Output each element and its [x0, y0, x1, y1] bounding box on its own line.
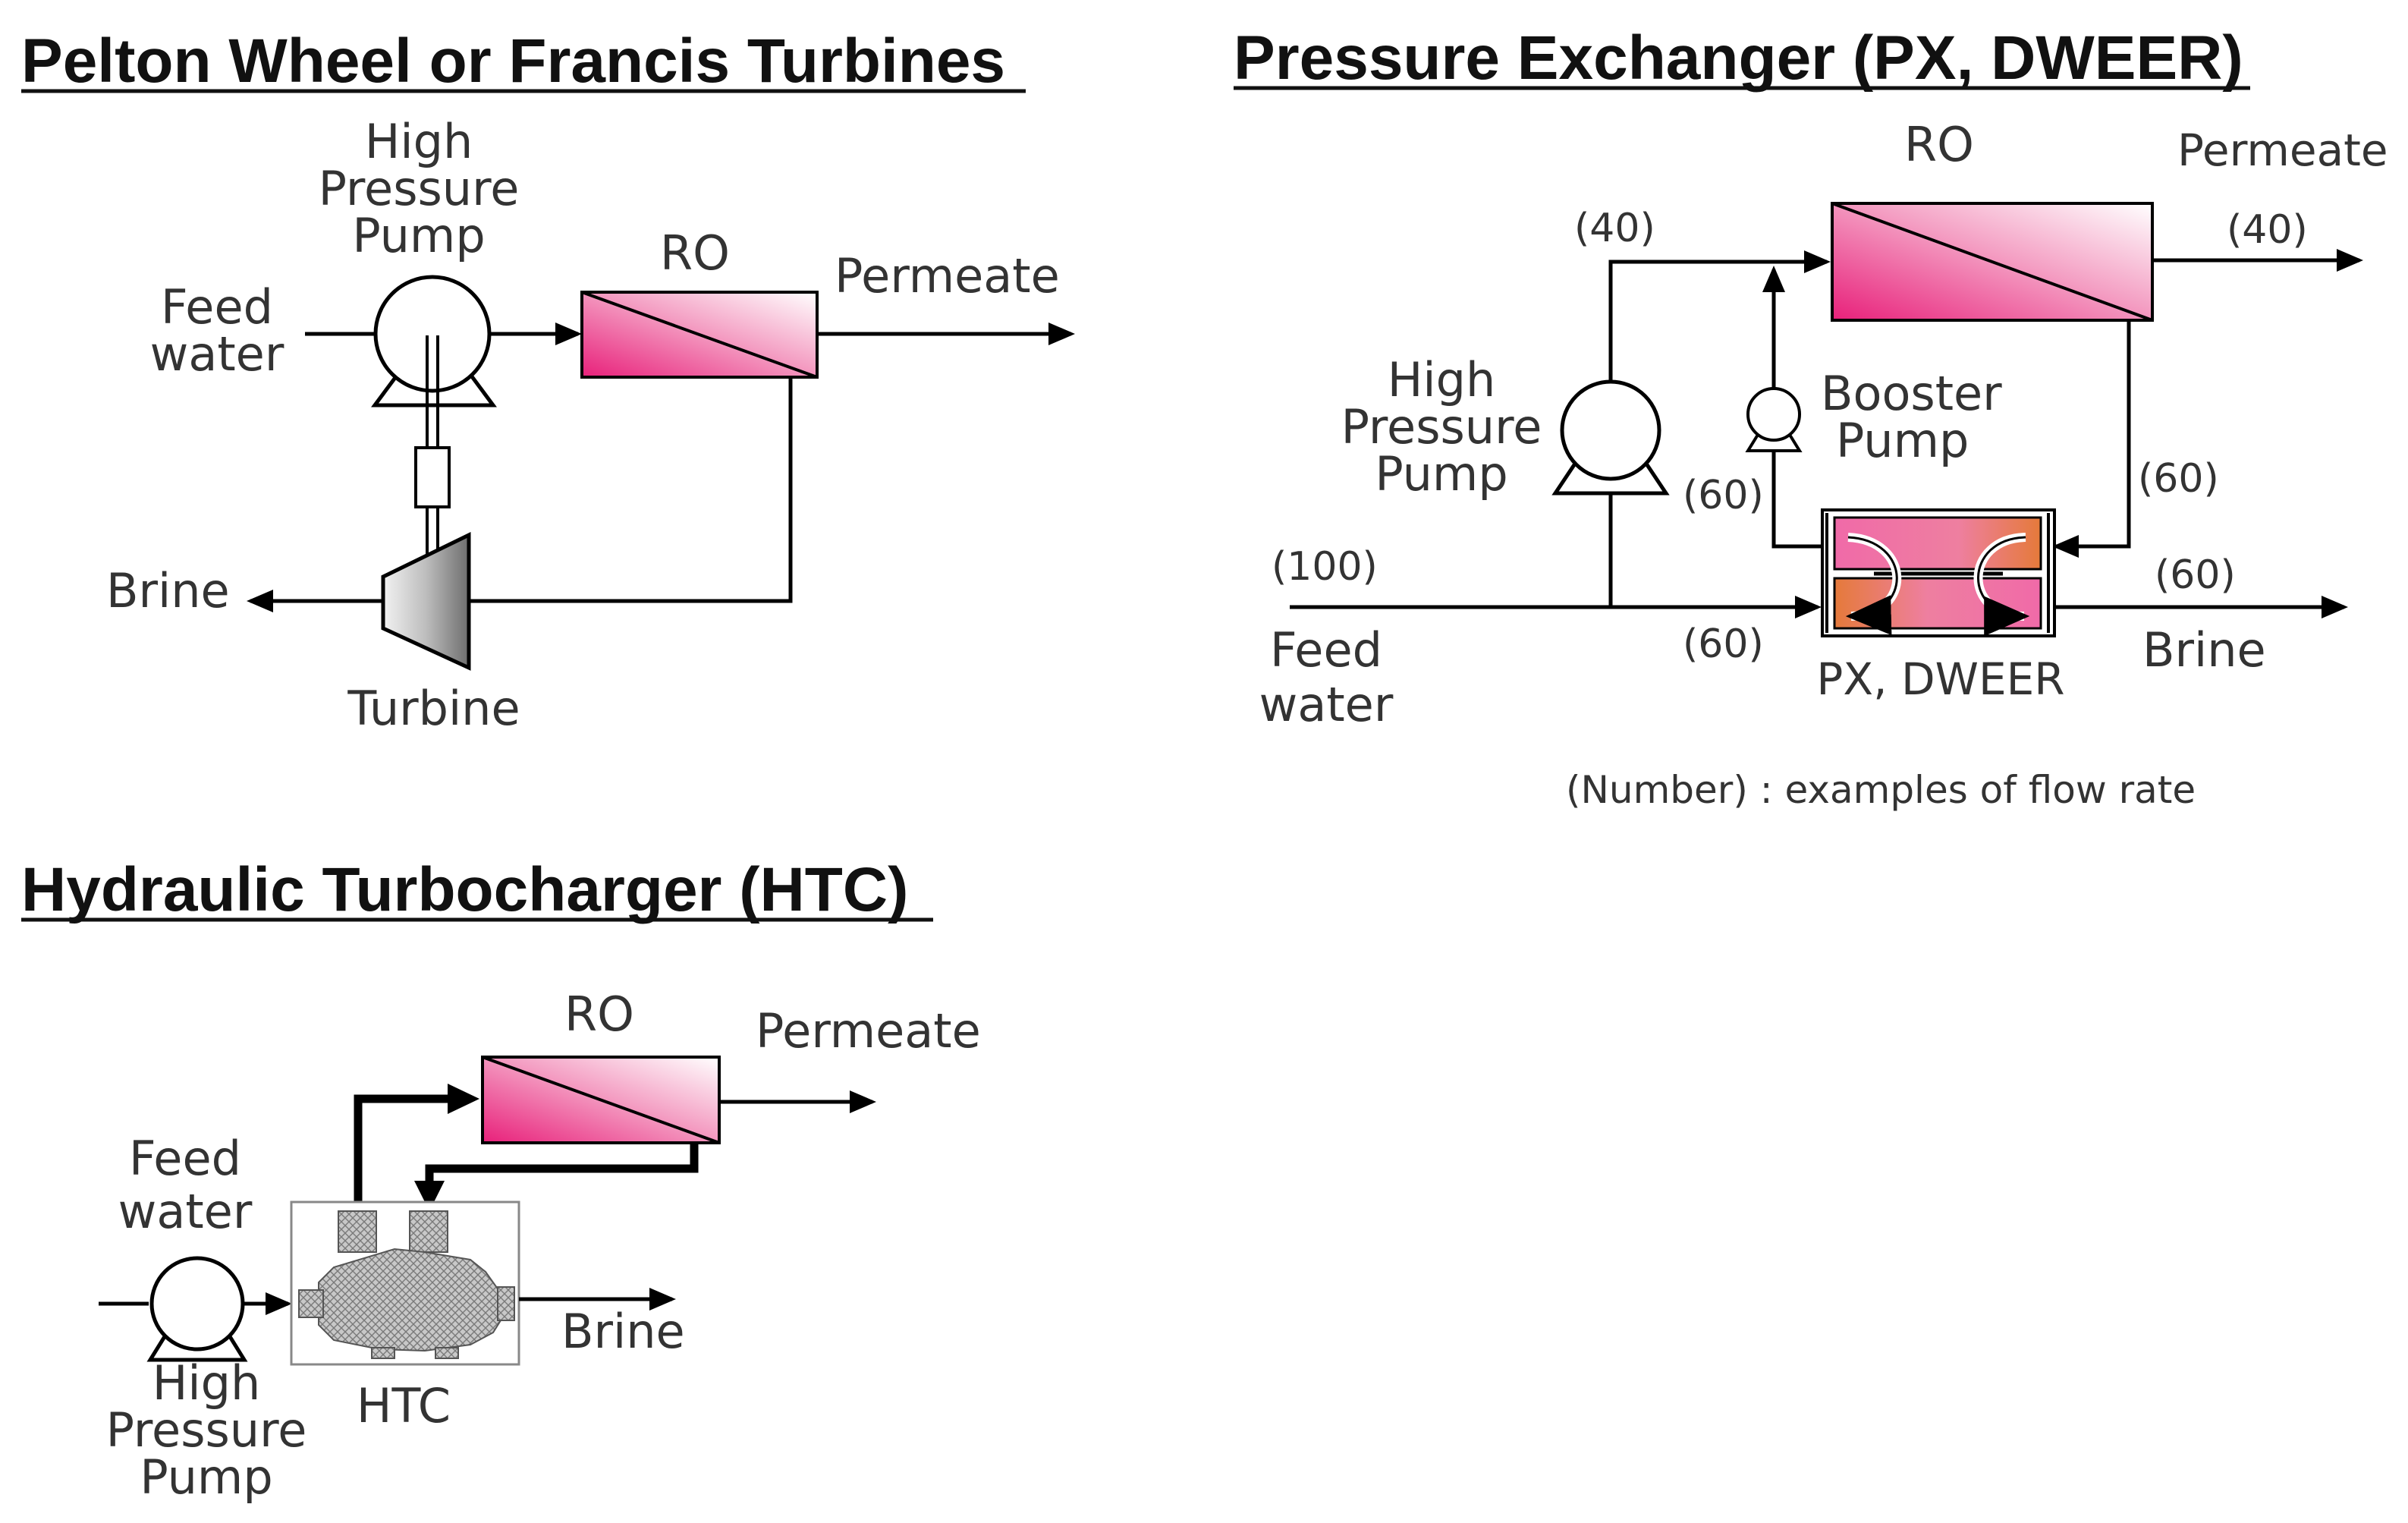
px-feed-flow: (100) — [1272, 544, 1378, 590]
htc-reject-to-htc-line — [425, 1143, 699, 1184]
px-booster-pump-icon — [1745, 387, 1803, 452]
htc-ro-label: RO — [564, 986, 634, 1042]
px-hp-flow: (40) — [1574, 206, 1655, 251]
px-feed-label: Feed water — [1259, 622, 1394, 732]
px-brine-label: Brine — [2142, 622, 2266, 678]
pelton-title: Pelton Wheel or Francis Turbines — [21, 27, 1005, 96]
svg-text:Pressure: Pressure — [319, 161, 520, 216]
htc-permeate-label: Permeate — [756, 1003, 981, 1059]
svg-text:Pump: Pump — [1375, 446, 1507, 502]
svg-text:High: High — [1388, 352, 1496, 407]
pelton-ro-membrane — [580, 291, 819, 379]
px-section: Pressure Exchanger (PX, DWEER) RO Permea… — [1234, 24, 2388, 812]
px-ro-membrane — [1831, 202, 2154, 322]
svg-text:Pump: Pump — [352, 208, 485, 263]
svg-text:High: High — [365, 114, 473, 169]
px-permeate-label: Permeate — [2177, 124, 2388, 176]
svg-text:Pump: Pump — [140, 1449, 272, 1505]
pelton-brine-label: Brine — [106, 563, 230, 618]
svg-text:water: water — [1259, 677, 1394, 732]
htc-brine-label: Brine — [561, 1304, 685, 1359]
px-dweer-device — [1821, 508, 2056, 637]
pelton-reject-line — [469, 377, 793, 603]
htc-hp-label: High Pressure Pump — [106, 1355, 307, 1505]
px-device-label: PX, DWEER — [1816, 653, 2064, 705]
px-px-feed-flow: (60) — [1683, 621, 1764, 667]
px-title: Pressure Exchanger (PX, DWEER) — [1234, 24, 2243, 93]
px-brine-flow: (60) — [2155, 552, 2236, 598]
px-reject-flow: (60) — [2138, 456, 2219, 502]
pelton-section: Pelton Wheel or Francis Turbines High Pr… — [21, 27, 1075, 736]
pelton-turbine-label: Turbine — [347, 681, 520, 736]
px-flow-note: (Number) : examples of flow rate — [1566, 768, 2196, 812]
coupling-icon — [414, 446, 451, 508]
px-permeate-flow: (40) — [2227, 207, 2308, 253]
svg-text:Pressure: Pressure — [1341, 399, 1542, 455]
px-reject-to-px-line — [2052, 320, 2131, 558]
svg-text:Pump: Pump — [1836, 413, 1969, 468]
htc-title: Hydraulic Turbocharger (HTC) — [21, 855, 908, 924]
svg-text:Feed: Feed — [1270, 622, 1382, 678]
htc-hp-to-ro-line — [354, 1094, 451, 1211]
pelton-permeate-label: Permeate — [835, 248, 1060, 304]
px-booster-label: Booster Pump — [1821, 366, 2002, 468]
pelton-hp-pump-icon — [371, 275, 497, 407]
htc-turbocharger-icon — [290, 1200, 520, 1366]
px-hp-label: High Pressure Pump — [1341, 352, 1542, 502]
svg-text:Booster: Booster — [1821, 366, 2002, 421]
htc-device-label: HTC — [357, 1378, 451, 1433]
svg-text:High: High — [152, 1355, 261, 1411]
px-to-booster-line — [1771, 451, 1822, 549]
htc-hp-pump-icon — [146, 1256, 248, 1362]
svg-text:Pressure: Pressure — [106, 1402, 307, 1458]
htc-ro-membrane — [481, 1056, 721, 1144]
pelton-ro-label: RO — [660, 225, 730, 281]
px-hp-pump-icon — [1551, 379, 1670, 496]
svg-text:Feed: Feed — [161, 279, 273, 335]
htc-section: Hydraulic Turbocharger (HTC) RO Permeate… — [21, 855, 981, 1505]
pelton-hp-label: High Pressure Pump — [319, 114, 520, 263]
svg-text:water: water — [118, 1184, 253, 1239]
px-booster-flow: (60) — [1683, 473, 1764, 518]
pelton-feed-label: Feed water — [150, 279, 284, 382]
svg-text:Feed: Feed — [129, 1131, 241, 1186]
svg-text:water: water — [150, 326, 284, 382]
htc-feed-label: Feed water — [118, 1131, 253, 1239]
px-ro-label: RO — [1904, 117, 1974, 172]
turbine-icon — [381, 532, 471, 671]
px-hp-to-ro-line — [1608, 250, 1831, 382]
